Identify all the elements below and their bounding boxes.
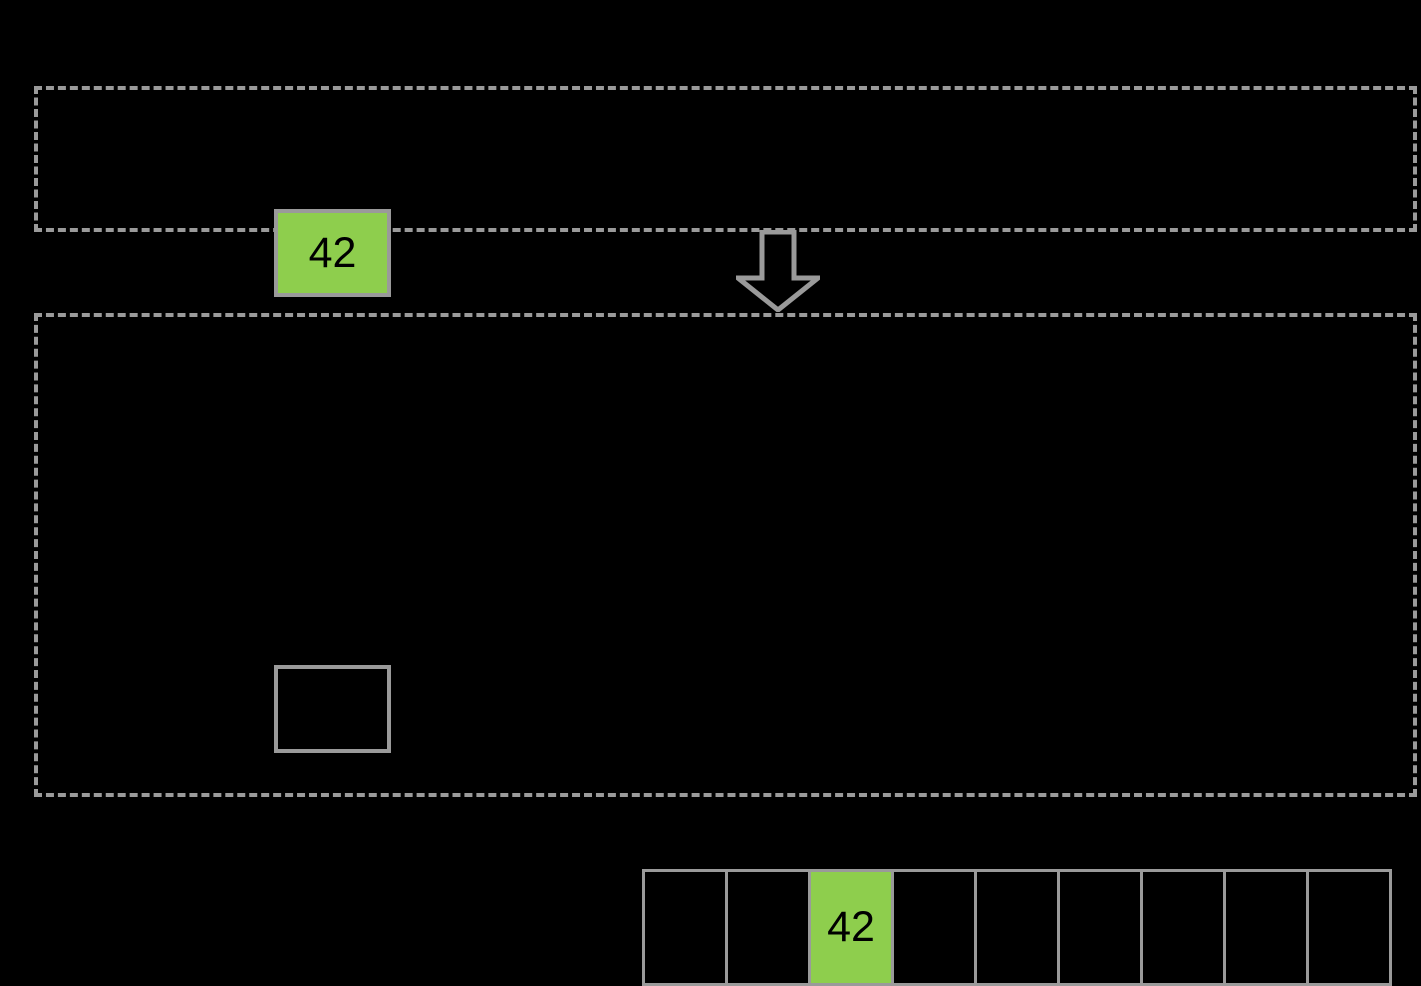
after-state-panel: 42	[34, 313, 1417, 986]
array-cell-2[interactable]: 42	[808, 869, 894, 986]
before-state-panel: 42	[34, 86, 1417, 297]
array-cell-3[interactable]	[891, 869, 977, 986]
array-cell-5[interactable]	[1057, 869, 1143, 986]
emptied-value-box[interactable]	[274, 665, 391, 753]
array-cell-1[interactable]	[725, 869, 811, 986]
source-value-label: 42	[308, 228, 357, 277]
arrow-down-icon	[730, 229, 826, 314]
array-cell-6[interactable]	[1140, 869, 1226, 986]
arrow-down-glyph	[730, 229, 826, 314]
array-cell-2-label: 42	[827, 903, 875, 951]
array-cell-8[interactable]	[1306, 869, 1392, 986]
source-value-box[interactable]: 42	[274, 209, 391, 297]
array-cell-4[interactable]	[974, 869, 1060, 986]
array-container: 42	[642, 869, 1392, 986]
array-cell-0[interactable]	[642, 869, 728, 986]
array-cell-7[interactable]	[1223, 869, 1309, 986]
